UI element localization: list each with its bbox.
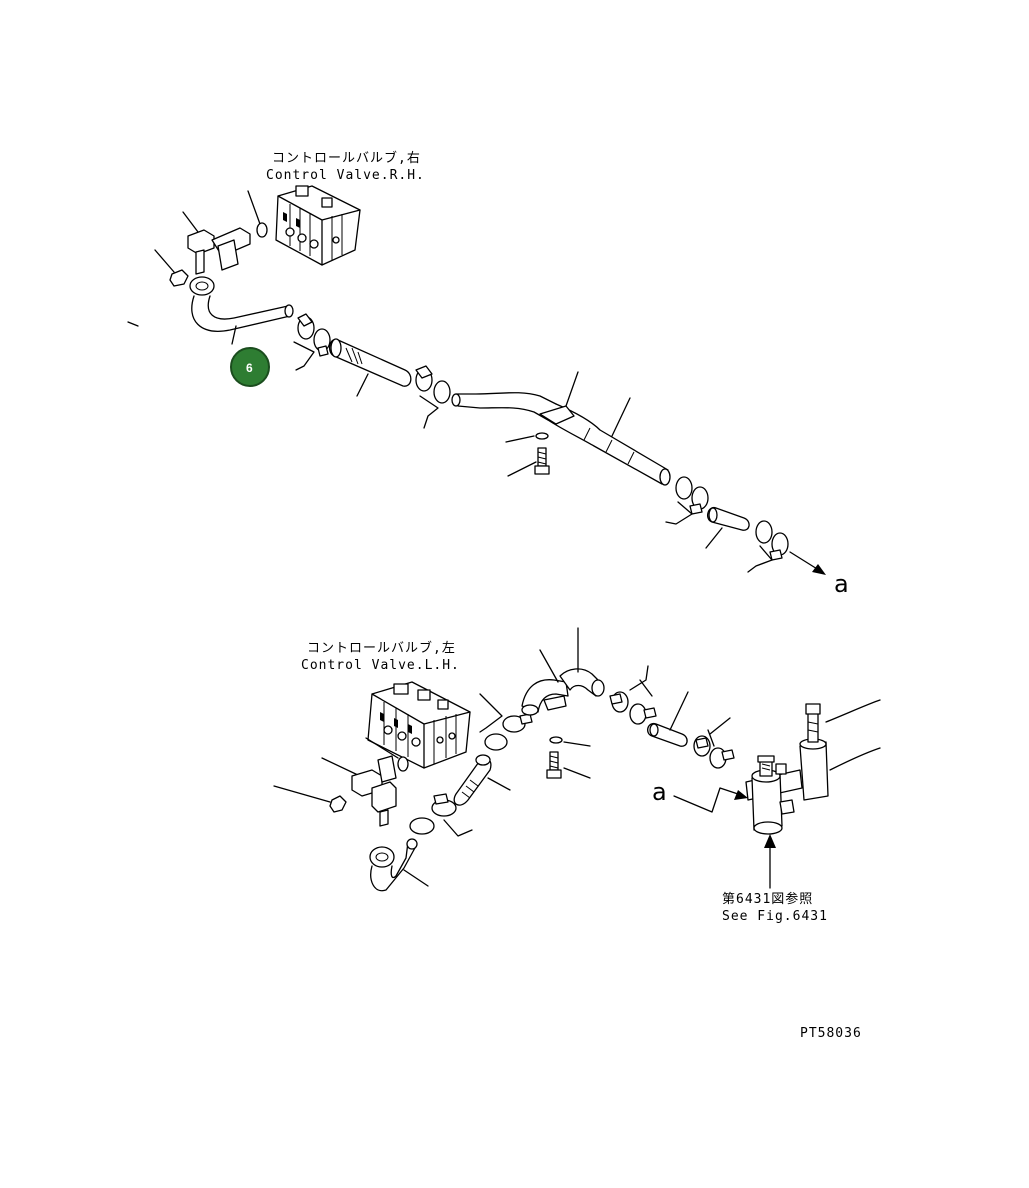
control-valve-rh: [275, 185, 361, 266]
steel-pipe-upper: [451, 371, 671, 486]
ref-jp-label: 第6431図参照: [722, 891, 813, 907]
plug: [169, 269, 189, 287]
clamp-set-3: [665, 476, 709, 525]
hose-short-upper: [705, 506, 750, 549]
valve-rh-jp-label: コントロールバルブ,右: [272, 150, 421, 166]
dash-mark: [127, 321, 139, 327]
upper-assembly: コントロールバルブ,右 Control Valve.R.H.: [127, 150, 849, 598]
steel-elbow-lower: [521, 627, 605, 716]
leader-elbow-lh: [321, 757, 361, 777]
clamp-set-5: [409, 793, 473, 837]
figure-code: PT58036: [800, 1026, 862, 1041]
lower-assembly: コントロールバルブ,左 Control Valve.L.H.: [273, 627, 881, 924]
hose-short-lower: [453, 754, 511, 806]
leader-oring: [247, 190, 261, 225]
filter-assembly: [745, 699, 881, 835]
bolt-washer-lower: [546, 736, 591, 779]
ref-en-label: See Fig.6431: [722, 909, 828, 924]
hose-lower: [369, 838, 429, 892]
elbow-fitting-lh: [351, 755, 397, 827]
clamp-set-4: [747, 520, 789, 573]
clamp-set-2: [415, 365, 451, 429]
leader-elbow: [182, 211, 199, 233]
clamp-set-7: [609, 665, 657, 725]
clamp-set-6: [479, 693, 533, 751]
o-ring: [256, 222, 268, 238]
a-marker-upper: a: [834, 570, 849, 598]
clamp-set-1: [293, 313, 331, 371]
hose-short-lower-right: [646, 691, 689, 747]
valve-lh-en-label: Control Valve.L.H.: [301, 658, 460, 673]
valve-rh-en-label: Control Valve.R.H.: [266, 168, 425, 183]
bolt-washer-upper: [505, 432, 550, 477]
callout-6-number: 6: [246, 361, 253, 375]
leader-oring-lh: [365, 737, 399, 759]
arrow-a-lower: [673, 787, 745, 813]
control-valve-lh: [367, 681, 471, 769]
hose-6: [189, 276, 294, 345]
a-marker-lower: a: [652, 778, 667, 806]
leader-plug-lh: [273, 785, 331, 803]
plug-lh: [329, 795, 347, 813]
callout-6[interactable]: 6: [230, 347, 270, 387]
leader-plug: [154, 249, 175, 273]
adapter: [217, 239, 239, 271]
hose-sleeve-upper: [328, 338, 412, 397]
valve-lh-jp-label: コントロールバルブ,左: [307, 640, 456, 656]
clamp-set-8: [693, 717, 735, 769]
o-ring-lh: [397, 756, 409, 772]
